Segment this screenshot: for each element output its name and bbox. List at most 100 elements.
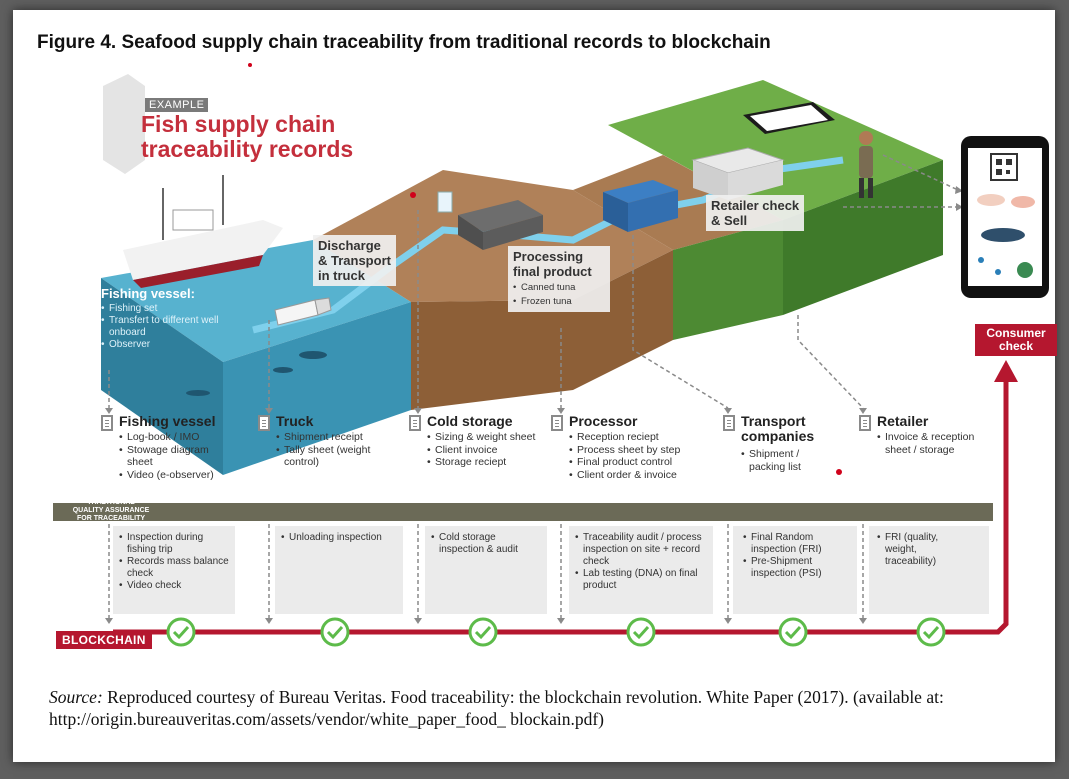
check-icon	[320, 617, 350, 647]
record-items: Reception reciept Process sheet by step …	[569, 431, 709, 481]
consumer-person-icon	[859, 131, 873, 198]
record-title-line: Transport	[741, 413, 806, 429]
scene-label: & Transport	[318, 253, 391, 268]
qa-box-processor: Traceability audit / process inspection …	[569, 526, 713, 614]
scene-shipment: Shipment	[577, 150, 637, 165]
record-item: Stowage diagram sheet	[119, 444, 237, 469]
record-item: Shipment receipt	[276, 431, 404, 444]
retailer-shop-icon	[691, 147, 785, 200]
qa-label-line: QUALITY ASSURANCE	[72, 507, 150, 514]
record-item: Log-book / IMO	[119, 431, 237, 444]
blockchain-line	[113, 360, 1018, 635]
scene-item: Fishing set	[101, 303, 219, 315]
scene-cold-storage: Cold storage place	[429, 138, 508, 168]
qa-items: Unloading inspection	[281, 532, 397, 544]
record-title: Fishing vessel	[119, 413, 216, 429]
record-item: Storage reciept	[427, 456, 545, 469]
scene-label: Processing	[513, 249, 584, 264]
record-items: Log-book / IMO Stowage diagram sheet Vid…	[119, 431, 237, 481]
consumer-line: check	[998, 339, 1034, 353]
fish-icon	[186, 351, 327, 396]
scene-items: Fishing set Transfert to different well …	[101, 303, 219, 351]
example-title: Fish supply chain traceability records	[141, 112, 353, 162]
example-hexagon	[103, 74, 145, 174]
qa-box-truck: Unloading inspection	[275, 526, 403, 614]
annotation-dot	[248, 63, 252, 67]
smartphone-icon	[961, 136, 1049, 298]
document-icon	[409, 415, 421, 431]
check-icon	[626, 617, 656, 647]
scene-label: final product	[513, 264, 592, 279]
qa-item: FRI (quality, weight, traceability)	[877, 532, 967, 568]
record-item: Client invoice	[427, 444, 545, 457]
record-item: Client order & invoice	[569, 469, 709, 482]
document-icon	[859, 415, 871, 431]
quality-assurance-label: TRADITIONAL QUALITY ASSURANCE FOR TRACEA…	[61, 499, 161, 523]
qa-item: Traceability audit / process inspection …	[575, 532, 709, 568]
qa-label-line: TRADITIONAL	[87, 499, 135, 506]
source-text: Reproduced courtesy of Bureau Veritas. F…	[49, 687, 944, 729]
document-icon	[723, 415, 735, 431]
record-item: Tally sheet (weight control)	[276, 444, 404, 469]
qr-code-icon	[990, 153, 1018, 181]
source-label: Source:	[49, 687, 103, 707]
record-items: Invoice & reception sheet / storage	[877, 431, 977, 456]
example-title-line: traceability records	[141, 136, 354, 162]
qa-box-retailer: FRI (quality, weight, traceability)	[869, 526, 989, 614]
record-title-line: companies	[741, 428, 815, 444]
source-note: Source: Reproduced courtesy of Bureau Ve…	[49, 686, 1049, 730]
record-title: Truck	[276, 413, 314, 429]
qa-item: Inspection during fishing trip	[119, 532, 231, 556]
record-items: Sizing & weight sheet Client invoice Sto…	[427, 431, 545, 469]
qa-box-fishing: Inspection during fishing trip Records m…	[113, 526, 235, 614]
scene-item: Frozen tuna	[513, 295, 605, 309]
record-title: Cold storage	[427, 413, 513, 429]
scene-label: place	[429, 153, 463, 168]
qa-items: Inspection during fishing trip Records m…	[119, 532, 231, 592]
record-title: Retailer	[877, 413, 929, 429]
qa-item: Records mass balance check	[119, 556, 231, 580]
annotation-dot	[410, 192, 416, 198]
blockchain-label: BLOCKCHAIN	[56, 631, 152, 649]
record-items: Shipment / packing list	[741, 448, 825, 473]
scene-item: Canned tuna	[513, 281, 605, 295]
cold-storage-icon	[437, 191, 543, 250]
record-item: Process sheet by step	[569, 444, 709, 457]
scene-label: in truck	[318, 268, 365, 283]
record-items: Shipment receipt Tally sheet (weight con…	[276, 431, 404, 469]
example-title-line: Fish supply chain	[141, 111, 336, 137]
record-item: Reception reciept	[569, 431, 709, 444]
example-tag: EXAMPLE	[145, 98, 209, 112]
scene-items: Canned tuna Frozen tuna	[513, 281, 605, 309]
record-item: Video (e-observer)	[119, 469, 237, 482]
record-item: Final product control	[569, 456, 709, 469]
qa-box-cold-storage: Cold storage inspection & audit	[425, 526, 547, 614]
qa-items: Final Random inspection (FRI) Pre-Shipme…	[743, 532, 853, 580]
qa-items: FRI (quality, weight, traceability)	[877, 532, 967, 568]
figure-page: Figure 4. Seafood supply chain traceabil…	[13, 10, 1057, 762]
qa-item: Lab testing (DNA) on final product	[575, 568, 709, 592]
document-icon	[101, 415, 113, 431]
scene-item: Transfert to different well onboard	[101, 315, 219, 339]
scene-label: Discharge	[318, 238, 381, 253]
record-title: Transport companies	[741, 414, 814, 444]
scene-label: & Sell	[711, 213, 748, 228]
fishing-vessel-icon	[123, 175, 283, 288]
qa-item: Cold storage inspection & audit	[431, 532, 531, 556]
qa-items: Cold storage inspection & audit	[431, 532, 531, 556]
qa-label-line: FOR TRACEABILITY	[76, 515, 146, 522]
scene-discharge: Discharge & Transport in truck	[313, 235, 396, 286]
consumer-line: Consumer	[986, 326, 1046, 340]
scene-label: Cold storage	[429, 138, 509, 153]
scene-label: Fishing vessel:	[101, 286, 195, 301]
tablet-icon	[743, 102, 835, 134]
blockchain-checks	[166, 617, 946, 647]
consumer-check-label: Consumer check	[975, 324, 1057, 356]
qa-item: Final Random inspection (FRI)	[743, 532, 853, 556]
shipment-container-icon	[603, 180, 678, 232]
qa-item: Pre-Shipment inspection (PSI)	[743, 556, 853, 580]
qa-item: Video check	[119, 580, 231, 592]
qa-items: Traceability audit / process inspection …	[575, 532, 709, 592]
qa-box-transport: Final Random inspection (FRI) Pre-Shipme…	[733, 526, 857, 614]
scene-processing: Processing final product Canned tuna Fro…	[508, 246, 610, 312]
